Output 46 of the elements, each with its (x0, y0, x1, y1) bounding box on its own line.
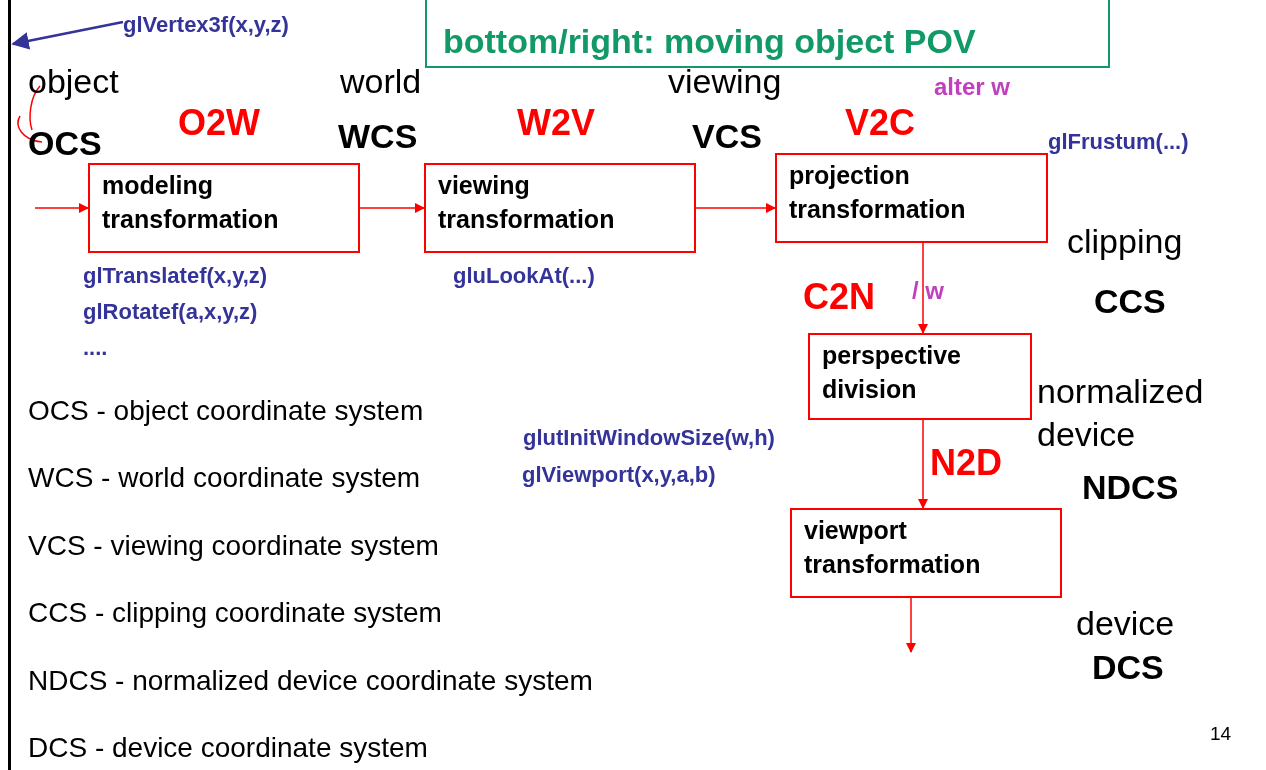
definition-text: VCS - viewing coordinate system (28, 529, 439, 563)
process-box: viewport transformation (790, 508, 1062, 598)
coordinate-system-label: VCS (692, 116, 762, 157)
arrow (917, 242, 929, 335)
function-call-label: glRotatef(a,x,y,z) (83, 298, 258, 326)
function-call-label: .... (83, 334, 108, 362)
stage-label: clipping (1067, 221, 1183, 262)
arrow (34, 202, 90, 214)
stage-label: world (340, 61, 422, 102)
definition-text: WCS - world coordinate system (28, 461, 421, 495)
coordinate-system-label: NDCS (1082, 467, 1179, 508)
transform-label: O2W (178, 101, 260, 145)
function-call-label: glViewport(x,y,a,b) (522, 461, 716, 489)
stage-label: normalized device (1037, 371, 1205, 455)
definition-text: OCS - object coordinate system (28, 394, 424, 428)
transform-label: W2V (517, 101, 595, 145)
arrow (359, 202, 426, 214)
function-call-label: glTranslatef(x,y,z) (83, 262, 268, 290)
definition-text: DCS - device coordinate system (28, 731, 428, 765)
title-box: bottom/right: moving object POV (425, 0, 1110, 68)
function-call-label: glutInitWindowSize(w,h) (523, 424, 775, 452)
note-label: / w (912, 276, 944, 306)
arrow (11, 20, 124, 50)
stage-label: device (1076, 603, 1175, 644)
transform-label: V2C (845, 101, 916, 145)
coordinate-system-label: CCS (1094, 281, 1166, 322)
coordinate-system-label: OCS (28, 123, 102, 164)
function-call-label: glFrustum(...) (1048, 128, 1189, 156)
coordinate-system-label: DCS (1092, 647, 1164, 688)
process-box: modeling transformation (88, 163, 360, 253)
transform-label: C2N (803, 275, 876, 319)
note-label: alter w (934, 72, 1011, 102)
process-box: projection transformation (775, 153, 1048, 243)
arrow (917, 419, 929, 510)
page-number: 14 (1210, 722, 1232, 746)
stage-label: object (28, 61, 119, 102)
coordinate-system-label: WCS (338, 116, 418, 157)
function-call-label: glVertex3f(x,y,z) (123, 8, 338, 36)
process-box: perspective division (808, 333, 1032, 420)
process-box: viewing transformation (424, 163, 696, 253)
definition-text: NDCS - normalized device coordinate system (28, 664, 593, 698)
transform-label: N2D (930, 441, 1003, 485)
arrow (695, 202, 777, 214)
arrow (905, 597, 917, 654)
definition-text: CCS - clipping coordinate system (28, 596, 442, 630)
function-call-label: gluLookAt(...) (453, 262, 595, 290)
